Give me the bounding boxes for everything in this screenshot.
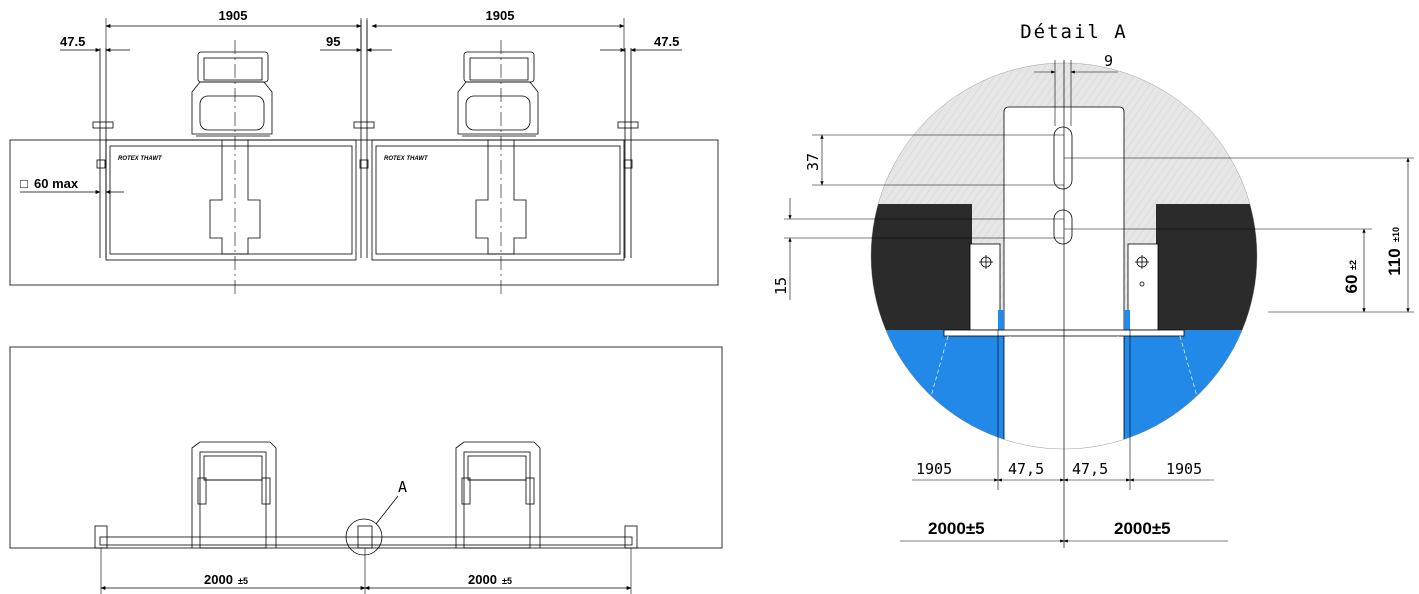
- plan-operator-right: [457, 51, 539, 137]
- detail-hinge-left-icon: [979, 255, 993, 269]
- detail-dim-edge-right: 47,5: [1072, 460, 1108, 478]
- detail-a-callout-circle: [345, 518, 383, 556]
- front-dim-span-left: 2000: [204, 572, 233, 587]
- detail-hinge-right-icon: [1135, 255, 1149, 287]
- detail-a-title: Détail A: [1020, 21, 1128, 43]
- detail-dim-panel-left: 1905: [916, 460, 952, 478]
- detail-dim-slot-width: 9: [1104, 52, 1113, 70]
- detail-slot-lower: [1053, 209, 1073, 245]
- plan-wall: [9, 139, 719, 286]
- plan-view: [9, 18, 719, 296]
- front-view: [9, 346, 723, 594]
- plan-dim-panel-right: 1905: [486, 8, 515, 23]
- plan-dim-panel-left: 1905: [219, 8, 248, 23]
- plan-post-right: [617, 48, 639, 258]
- front-operator-right: [455, 441, 541, 549]
- detail-dim-height-110-tol: ±10: [1391, 227, 1401, 242]
- plan-dim-post-max: 60 max: [34, 176, 79, 191]
- detail-dim-edge-left: 47,5: [1008, 460, 1044, 478]
- detail-dim-height-60: 60: [1342, 275, 1361, 294]
- detail-panel-right: [1156, 204, 1257, 330]
- plan-profile-left: [209, 140, 261, 255]
- detail-dim-height-110: 110: [1385, 248, 1404, 275]
- plan-panel-left: [105, 139, 357, 261]
- plan-profile-right: [475, 140, 527, 255]
- plan-dim-edge-left: 47.5: [60, 34, 85, 49]
- plan-dim-edge-right: 47.5: [654, 34, 679, 49]
- detail-panel-left: [871, 204, 972, 330]
- detail-dim-total-left: 2000±5: [928, 519, 985, 538]
- detail-dim-lines: [784, 60, 1414, 543]
- plan-dim-gap-center: 95: [326, 34, 340, 49]
- detail-dim-panel-right: 1905: [1166, 460, 1202, 478]
- detail-dim-slot-offset: 15: [772, 277, 790, 295]
- plan-operator-left: [191, 51, 273, 137]
- front-detail-callout-label: A: [398, 478, 407, 496]
- front-operator-left: [191, 441, 277, 549]
- detail-dim-height-60-tol: ±2: [1348, 260, 1358, 270]
- plan-brand-right: ROTEX THAWT: [384, 156, 429, 162]
- plan-post-max-symbol: □: [20, 176, 28, 191]
- front-dim-span-left-tol: ±5: [238, 576, 248, 586]
- front-wall: [9, 346, 723, 549]
- plan-brand-left: ROTEX THAWT: [118, 156, 163, 162]
- plan-panel-right: [371, 139, 625, 261]
- detail-dim-slot-length: 37: [804, 153, 822, 171]
- front-dim-span-right: 2000: [468, 572, 497, 587]
- plan-dim-lines: [20, 24, 682, 194]
- detail-dim-total-right: 2000±5: [1114, 519, 1171, 538]
- front-rail: [99, 536, 633, 546]
- plan-post-center: [353, 20, 375, 258]
- front-dim-span-right-tol: ±5: [502, 576, 512, 586]
